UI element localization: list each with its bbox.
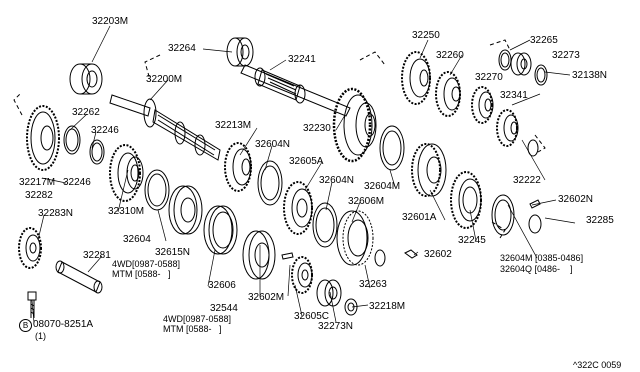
label-32604M: 32604M xyxy=(364,181,401,192)
gear-32245 xyxy=(450,171,482,229)
label-32273N: 32273N xyxy=(318,321,354,332)
label-32264: 32264 xyxy=(168,43,196,54)
spring-32602N xyxy=(529,199,541,209)
gear-32270 xyxy=(471,86,494,124)
label-32200M: 32200M xyxy=(146,74,183,85)
label-32606M: 32606M xyxy=(348,196,385,207)
label-32281: 32281 xyxy=(83,250,111,261)
label-bolt: 08070-8251A xyxy=(33,319,94,330)
label-32285: 32285 xyxy=(586,215,614,226)
label-32262: 32262 xyxy=(72,107,100,118)
label-32241: 32241 xyxy=(288,54,316,65)
gear-32310M xyxy=(109,144,144,202)
label-32601A: 32601A xyxy=(402,212,437,223)
label-32263: 32263 xyxy=(359,279,387,290)
label-32544: 32544 xyxy=(210,303,238,314)
label-32138N: 32138N xyxy=(572,70,608,81)
bolt-prefix-badge: B xyxy=(19,319,32,332)
label-32605C: 32605C xyxy=(294,311,330,322)
label-32604Q-variant: 32604Q [0486- ] xyxy=(500,264,573,274)
bolt-08070-8251A xyxy=(27,291,37,318)
label-32615N-variant: 4WD[0987-0588] xyxy=(112,259,181,269)
label-32341: 32341 xyxy=(500,90,528,101)
bearing-32273N xyxy=(316,279,342,307)
clip-32602 xyxy=(404,249,418,259)
gear-32250 xyxy=(401,51,431,105)
label-32230: 32230 xyxy=(303,123,331,134)
ring-32138N xyxy=(534,64,548,86)
ring-32262 xyxy=(63,125,81,155)
synchro-32605A xyxy=(283,181,313,235)
label-32273: 32273 xyxy=(552,50,580,61)
ring-32263 xyxy=(374,249,386,267)
label-32217M: 32217M xyxy=(19,177,56,188)
label-32213M: 32213M xyxy=(215,120,252,131)
label-32602M: 32602M xyxy=(248,292,285,303)
sleeve-32606M xyxy=(336,210,374,266)
label-32246-a: 32246 xyxy=(91,125,119,136)
leader-lines xyxy=(31,25,576,324)
label-32544-variant-2: MTM [0588- ] xyxy=(163,324,222,334)
label-32605A: 32605A xyxy=(289,156,324,167)
ring-32246 xyxy=(89,139,105,165)
gear-32217M xyxy=(26,105,60,171)
ring-32604M xyxy=(379,125,405,171)
gear-32605C xyxy=(291,256,313,294)
label-32218M: 32218M xyxy=(369,301,406,312)
bearing-32273 xyxy=(510,52,532,76)
label-32604N-a: 32604N xyxy=(255,139,291,150)
diagram-reference-code: ^322C 0059 xyxy=(573,360,622,370)
label-32260: 32260 xyxy=(436,50,464,61)
input-shaft-32200M xyxy=(109,94,221,161)
ring-32285 xyxy=(528,214,542,234)
ring-32604N-2 xyxy=(312,202,338,248)
label-32282: 32282 xyxy=(25,190,53,201)
shaft-32281 xyxy=(55,260,103,294)
gear-32283N xyxy=(18,227,42,269)
label-32615N: 32615N xyxy=(155,247,191,258)
washer-32218M xyxy=(344,298,358,316)
gear-32341 xyxy=(496,109,519,147)
label-32615N-variant-2: MTM [0588- ] xyxy=(112,269,171,279)
ring-32222 xyxy=(527,139,539,157)
gear-32230 xyxy=(332,87,377,163)
label-32604N-b: 32604N xyxy=(319,175,355,186)
label-32310M: 32310M xyxy=(108,206,145,217)
label-32222: 32222 xyxy=(513,175,541,186)
hub-32544 xyxy=(242,230,276,280)
hub-32601A xyxy=(411,143,447,197)
label-32270: 32270 xyxy=(475,72,503,83)
ring-32604M-Q xyxy=(491,194,515,236)
ring-32604N xyxy=(257,160,283,206)
label-32250: 32250 xyxy=(412,30,440,41)
label-bolt-qty: (1) xyxy=(35,331,46,341)
label-32602N: 32602N xyxy=(558,194,594,205)
bearing-32203M xyxy=(69,63,103,95)
label-32283N: 32283N xyxy=(38,208,74,219)
label-32602: 32602 xyxy=(424,249,452,260)
sleeve-32606 xyxy=(203,205,238,255)
label-32245: 32245 xyxy=(458,235,486,246)
mainshaft-32241 xyxy=(240,64,351,117)
label-32265: 32265 xyxy=(530,35,558,46)
label-32604M-variant: 32604M [0385-0486] xyxy=(500,253,584,263)
hub-32615N xyxy=(168,185,203,235)
label-32246-b: 32246 xyxy=(63,177,91,188)
label-32604: 32604 xyxy=(123,234,151,245)
bearing-32264 xyxy=(226,37,254,67)
ring-32604 xyxy=(144,169,170,211)
gear-32260 xyxy=(435,71,461,117)
key-32602M xyxy=(281,252,294,260)
gear-32213M xyxy=(224,142,252,192)
label-32606: 32606 xyxy=(208,280,236,291)
label-32203M: 32203M xyxy=(92,16,129,27)
label-32544-variant: 4WD[0987-0588] xyxy=(163,314,232,324)
